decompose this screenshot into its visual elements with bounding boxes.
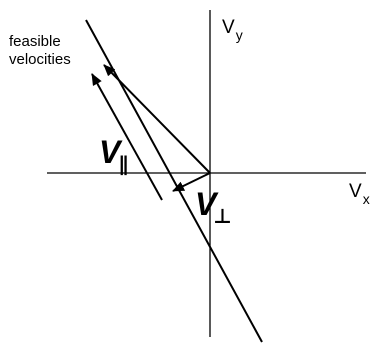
- v-parallel-base: V: [99, 134, 123, 170]
- vx-base: V: [349, 181, 362, 202]
- v-parallel-arrow: [91, 73, 163, 201]
- feasible-label-line2: velocities: [9, 51, 71, 68]
- vx-axis-label: Vx: [349, 181, 370, 207]
- v-perp-label: V⊥: [195, 186, 232, 228]
- v-total-arrow: [103, 64, 211, 174]
- vy-sub: y: [236, 27, 243, 43]
- feasible-label-line1: feasible: [9, 33, 61, 50]
- v-parallel-label: V∥: [99, 134, 128, 176]
- v-perp-arrow: [172, 172, 211, 192]
- v-perp-sub: ⊥: [213, 204, 231, 228]
- v-perp-base: V: [195, 186, 219, 222]
- feasible-velocities-line: [85, 19, 263, 343]
- vy-axis-label: Vy: [222, 17, 243, 43]
- v-parallel-sub: ∥: [118, 152, 128, 176]
- vy-base: V: [222, 17, 235, 38]
- vx-sub: x: [363, 191, 370, 207]
